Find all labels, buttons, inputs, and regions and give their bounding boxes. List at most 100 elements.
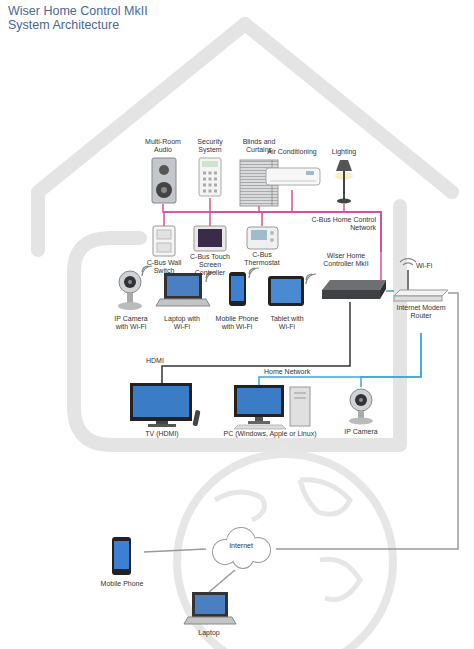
keypad-icon xyxy=(199,158,221,196)
lamp-icon xyxy=(336,160,352,171)
phone-icon xyxy=(229,272,246,306)
bus-wire xyxy=(259,206,381,252)
touch-screen-icon xyxy=(198,229,222,247)
tv-icon xyxy=(133,386,189,417)
device-label: Mobile Phone with Wi-Fi xyxy=(214,315,260,331)
device-node: Multi-Room Audio xyxy=(140,138,186,204)
tablet-icon xyxy=(268,276,304,306)
wifi-camera-icon xyxy=(124,276,136,288)
network-cable xyxy=(361,333,421,387)
label-box: IP Camera xyxy=(338,428,384,436)
pc-icon xyxy=(294,393,306,394)
device-label: TV (HDMI) xyxy=(124,430,200,438)
cloud-icon xyxy=(233,548,253,568)
phone-icon xyxy=(229,272,246,306)
router-icon xyxy=(394,296,442,301)
device-label: Internet xyxy=(206,542,276,550)
device-label: C-Bus Touch Screen Controller xyxy=(186,253,234,277)
thermostat-icon xyxy=(247,227,278,249)
globe xyxy=(177,454,393,649)
wifi-camera-icon xyxy=(127,293,133,303)
pc-icon xyxy=(234,385,284,417)
wifi-camera-icon xyxy=(118,271,142,310)
device-node: Mobile Phone xyxy=(100,537,144,591)
device-label: Security System xyxy=(188,138,232,154)
laptop-icon xyxy=(167,276,199,296)
wifi-symbol xyxy=(249,268,259,278)
label-box: Internet xyxy=(206,542,276,550)
globe xyxy=(281,445,289,454)
label-box: PC (Windows, Apple or Linux) xyxy=(208,430,332,438)
annotation-label: C-Bus Home Control Network xyxy=(290,216,376,232)
laptop-icon xyxy=(164,273,202,299)
wall-switch-icon xyxy=(153,226,175,256)
pc-icon xyxy=(234,425,286,429)
label-box: Internet Modem Router xyxy=(394,304,448,320)
tv-icon xyxy=(148,424,176,427)
wifi-symbol xyxy=(306,274,316,284)
speaker-icon xyxy=(159,165,169,175)
touch-screen-icon xyxy=(194,226,226,251)
pc-icon xyxy=(237,388,281,414)
camera-icon xyxy=(349,418,373,425)
phone-icon xyxy=(112,537,131,575)
label-box: Tablet with Wi-Fi xyxy=(266,315,308,331)
speaker-icon xyxy=(152,158,176,203)
device-label: C-Bus Wall Switch xyxy=(144,259,184,275)
label-box: C-Bus Touch Screen Controller xyxy=(186,253,234,277)
device-node: Security System xyxy=(188,138,232,198)
device-label: Laptop xyxy=(180,629,238,637)
bus-stub xyxy=(380,252,382,281)
bus-wire xyxy=(210,212,381,252)
device-label: Internet Modem Router xyxy=(394,304,448,320)
laptop-icon xyxy=(184,592,236,624)
label-box: C-Bus Thermostat xyxy=(238,251,286,267)
house-outline xyxy=(38,24,452,445)
device-label: Wiser Home Controller MkII xyxy=(316,252,376,268)
device-node: Laptop xyxy=(180,592,238,642)
pc-icon xyxy=(290,387,310,426)
bus-wire xyxy=(210,198,381,252)
device-label: Mobile Phone xyxy=(100,580,144,588)
tv-icon xyxy=(192,410,200,427)
speaker-icon xyxy=(156,182,172,198)
controller-icon xyxy=(322,290,380,299)
controller-icon xyxy=(322,280,386,299)
device-node: IP Camera xyxy=(338,387,384,439)
device-node: C-Bus Touch Screen Controller xyxy=(186,226,234,288)
thermostat-icon xyxy=(270,238,274,242)
camera-icon xyxy=(350,389,372,411)
pc-icon xyxy=(294,398,306,399)
thermostat-icon xyxy=(251,230,267,240)
wall-switch-icon xyxy=(153,226,175,256)
bus-wire xyxy=(262,212,381,252)
air-conditioner-icon xyxy=(270,181,316,182)
label-box: Security System xyxy=(188,138,232,154)
network-cable xyxy=(386,290,394,292)
label-box: TV (HDMI) xyxy=(124,430,200,438)
router-icon xyxy=(400,259,416,265)
air-conditioner-icon xyxy=(306,171,314,175)
wifi-camera-icon xyxy=(128,280,132,284)
speaker-icon xyxy=(161,187,167,193)
device-node: C-Bus Wall Switch xyxy=(144,226,184,278)
device-node: Air Conditioning xyxy=(260,148,324,190)
tv-icon xyxy=(130,383,201,427)
pc-icon xyxy=(234,385,310,429)
internet-link xyxy=(209,570,235,592)
internet-link xyxy=(144,549,206,552)
label-box: Laptop xyxy=(180,629,238,637)
label-box: Wiser Home Controller MkII xyxy=(316,252,376,268)
camera-icon xyxy=(359,398,363,402)
tv-icon xyxy=(156,421,168,424)
device-node: TV (HDMI) xyxy=(124,383,200,441)
thermostat-icon xyxy=(270,231,274,235)
device-label: PC (Windows, Apple or Linux) xyxy=(208,430,332,438)
pc-icon xyxy=(248,421,270,424)
touch-screen-icon xyxy=(194,226,226,251)
tv-icon xyxy=(130,383,192,421)
device-label: IP Camera with Wi-Fi xyxy=(108,315,154,331)
lamp-icon xyxy=(335,160,353,204)
